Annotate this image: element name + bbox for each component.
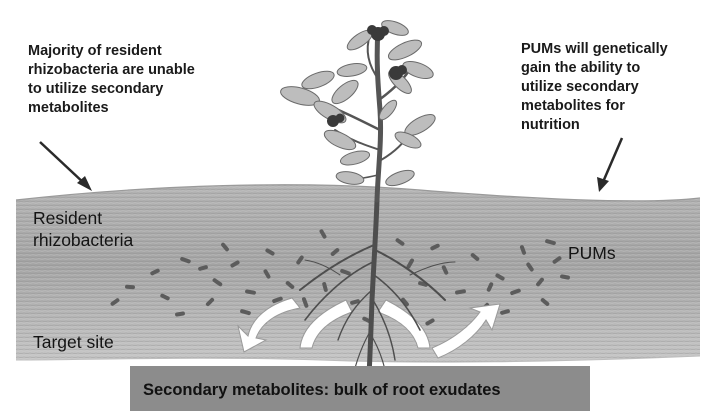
note-line: metabolites: [28, 99, 228, 118]
note-line: gain the ability to: [521, 59, 706, 78]
label-pums: PUMs: [568, 242, 616, 264]
note-line: PUMs will genetically: [521, 40, 706, 59]
note-line: metabolites for: [521, 97, 706, 116]
right-pointer-arrow: [597, 138, 622, 192]
note-line: Majority of resident: [28, 42, 228, 61]
note-resident-rhizobacteria: Majority of resident rhizobacteria are u…: [28, 42, 228, 118]
left-pointer-arrow: [40, 142, 92, 191]
note-pums: PUMs will genetically gain the ability t…: [521, 40, 706, 135]
caption-text: Secondary metabolites: bulk of root exud…: [143, 381, 501, 400]
note-line: to utilize secondary: [28, 80, 228, 99]
label-target-site: Target site: [33, 331, 114, 353]
plant-leaves: [279, 18, 439, 189]
label-resident-rhizobacteria: Resident rhizobacteria: [33, 207, 213, 251]
note-line: utilize secondary: [521, 78, 706, 97]
note-line: nutrition: [521, 116, 706, 135]
note-line: rhizobacteria are unable: [28, 61, 228, 80]
label-line: Resident: [33, 207, 213, 229]
label-line: rhizobacteria: [33, 229, 213, 251]
